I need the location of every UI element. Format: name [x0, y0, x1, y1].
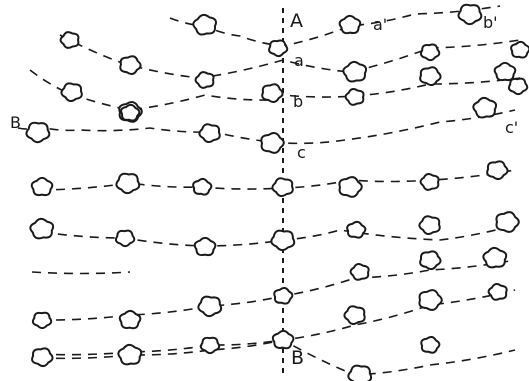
- clump-symbol: [420, 251, 440, 269]
- clump-symbol: [271, 231, 294, 250]
- clump-symbol: [421, 45, 439, 61]
- clump-symbol: [118, 345, 141, 364]
- clump-symbol: [343, 62, 366, 82]
- clump-symbol: [348, 366, 371, 381]
- clump-symbol: [61, 32, 79, 48]
- dashed-row-line: [170, 6, 500, 46]
- row-label-b: b: [293, 92, 303, 111]
- clump-symbol: [473, 98, 496, 118]
- clump-symbol: [33, 313, 51, 328]
- clump-symbol: [120, 311, 141, 328]
- clump-symbol: [61, 83, 81, 101]
- clump-symbol: [199, 124, 219, 142]
- clump-symbol: [274, 288, 292, 304]
- clump-symbol: [195, 238, 216, 255]
- clump-symbol: [340, 16, 361, 33]
- clump-symbol: [496, 212, 518, 232]
- clump-symbol: [196, 72, 214, 88]
- clump-symbol: [495, 63, 516, 80]
- clump-symbol: [272, 178, 292, 196]
- row-label-b-prime: b': [483, 13, 498, 32]
- dashed-row-line: [32, 272, 130, 274]
- clump-symbol: [26, 123, 49, 142]
- clump-symbol: [339, 177, 361, 197]
- clump-symbol: [201, 338, 219, 353]
- axis-label-top: A: [290, 10, 303, 32]
- clump-symbol: [419, 290, 441, 310]
- clump-symbol: [116, 174, 139, 193]
- clump-symbol: [489, 284, 507, 300]
- clump-symbol: [273, 331, 294, 348]
- row-label-c-prime: c': [505, 118, 518, 137]
- clump-symbol: [420, 67, 440, 85]
- clump-symbol: [116, 231, 134, 247]
- clump-symbol: [262, 84, 282, 102]
- clump-symbol: [344, 306, 364, 324]
- clump-symbol: [347, 222, 365, 238]
- clump-symbol: [269, 41, 287, 57]
- clump-symbol: [120, 56, 140, 74]
- clump-symbol: [346, 89, 364, 105]
- clump-symbol: [483, 248, 506, 268]
- row-label-a-prime: a': [373, 15, 387, 34]
- clump-symbol: [511, 42, 529, 58]
- clump-symbol: [458, 5, 481, 24]
- clump-symbol: [421, 337, 439, 353]
- clump-symbol: [193, 179, 211, 195]
- clump-symbol: [487, 161, 507, 179]
- clump-symbol: [32, 348, 52, 366]
- clump-symbol: [30, 219, 53, 239]
- clump-symbol: [509, 79, 527, 95]
- dashed-rows: [18, 6, 520, 375]
- row-label-a: a: [294, 51, 304, 70]
- clump-symbol: [419, 216, 439, 234]
- left-label-B: B: [10, 113, 21, 132]
- clump-symbol: [421, 174, 439, 190]
- clump-symbol: [261, 133, 283, 153]
- axis-label-bottom: B: [291, 347, 304, 369]
- clump-symbol: [193, 15, 216, 35]
- clump-symbol: [198, 297, 221, 316]
- row-label-c: c: [297, 143, 306, 162]
- clump-symbol: [32, 178, 53, 195]
- clump-symbol: [351, 264, 369, 280]
